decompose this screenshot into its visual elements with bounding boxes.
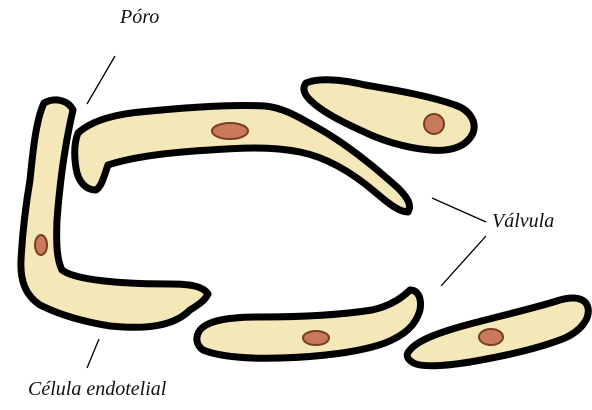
nucleus-upper-right-cell bbox=[424, 114, 444, 134]
nucleus-upper-cell bbox=[212, 123, 248, 139]
leader-line-valve-upper bbox=[432, 198, 486, 222]
nucleus-left-cell bbox=[35, 235, 47, 255]
nucleus-lower-middle-cell bbox=[303, 331, 329, 345]
endothelial-cell-label: Célula endotelial bbox=[28, 378, 166, 401]
leader-line-endothelial-cell bbox=[87, 339, 99, 368]
endothelial-cell-lower-middle bbox=[197, 290, 421, 358]
pore-label: Póro bbox=[120, 6, 159, 29]
leader-line-pore bbox=[87, 56, 115, 104]
valve-label: Válvula bbox=[492, 210, 554, 233]
leader-line-valve-lower bbox=[441, 236, 486, 286]
nucleus-lower-right-cell bbox=[479, 329, 503, 345]
